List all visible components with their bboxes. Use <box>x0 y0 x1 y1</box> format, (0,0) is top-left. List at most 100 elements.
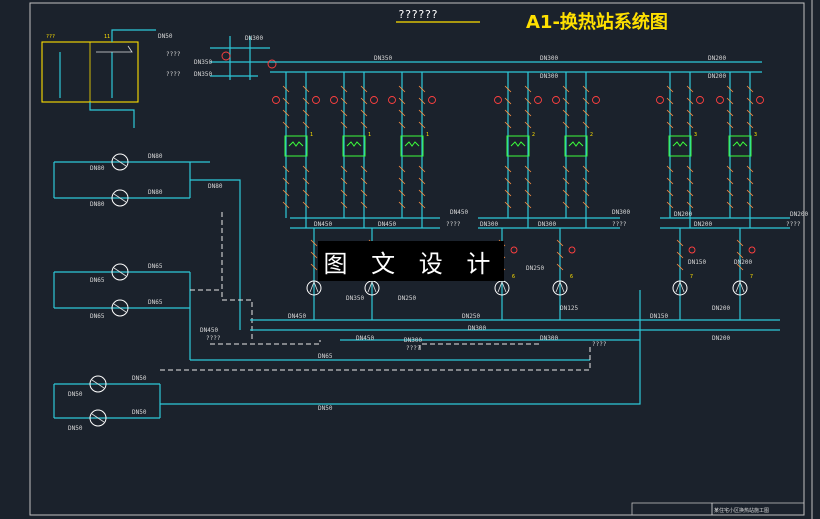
pressure-gauge <box>756 96 764 104</box>
pump-a-dn1: DN80 <box>148 153 163 160</box>
out-note-c: ???? <box>786 221 801 228</box>
exchanger-symbol <box>404 141 420 147</box>
valve-fitting <box>282 189 310 197</box>
valve-fitting <box>340 109 368 117</box>
header-dn300-a: DN300 <box>540 55 558 62</box>
pump-c-dn1: DN50 <box>132 375 147 382</box>
valve-fitting <box>562 97 590 105</box>
valve-fitting <box>504 201 532 209</box>
return-dn300-a: DN300 <box>480 221 498 228</box>
valve-fitting <box>282 109 310 117</box>
circulation-pump: 7 <box>732 228 756 320</box>
exchanger-pipe <box>565 72 587 228</box>
valve-fitting <box>736 251 744 259</box>
valve-fitting <box>282 177 310 185</box>
valve-fitting <box>398 177 426 185</box>
valve-fitting <box>282 165 310 173</box>
drawing-subtitle: ?????? <box>398 8 438 21</box>
mid-dn150: DN150 <box>650 313 668 320</box>
watermark: 图 文 设 计 <box>318 241 504 281</box>
exchanger-pipe <box>669 72 691 228</box>
pressure-gauge <box>568 246 576 254</box>
exchanger-number: 1 <box>368 132 371 138</box>
heat-exchanger <box>342 135 366 157</box>
pump-arrow <box>367 280 377 293</box>
return-dn200-a: DN200 <box>674 211 692 218</box>
valve-fitting <box>666 109 694 117</box>
exchanger-symbol <box>732 141 748 147</box>
heat-exchanger <box>506 135 530 157</box>
valve-fitting <box>310 239 318 247</box>
mid-dn250: DN250 <box>462 313 480 320</box>
return-dn200-b: DN200 <box>694 221 712 228</box>
header-dn350: DN350 <box>374 55 392 62</box>
valve-fitting <box>676 239 684 247</box>
valve-fitting <box>398 97 426 105</box>
bottom-dn450: DN450 <box>356 335 374 342</box>
inlet-note-b: ???? <box>166 71 181 78</box>
heat-exchanger-column: 1 <box>388 72 436 228</box>
valve-fitting <box>504 85 532 93</box>
left-dn450: DN450 <box>200 327 218 334</box>
heat-exchanger <box>284 135 308 157</box>
bottom-dn300: DN300 <box>540 335 558 342</box>
valve-fitting <box>562 85 590 93</box>
out-note-b: ???? <box>612 221 627 228</box>
tank-top-dn: DN50 <box>158 33 173 40</box>
pump-b-dn4: DN65 <box>90 313 105 320</box>
return-dn450-b: DN450 <box>378 221 396 228</box>
valve-fitting <box>726 189 754 197</box>
exchanger-pipe <box>343 72 365 228</box>
out-dn300: DN300 <box>612 209 630 216</box>
tank-label-b: 11 <box>104 34 110 40</box>
pump-c-dn5: DN50 <box>318 405 333 412</box>
pump-b-dn1: DN65 <box>148 263 163 270</box>
inlet-note-a: ???? <box>166 51 181 58</box>
valve-fitting <box>556 263 564 271</box>
valve-fitting <box>398 121 426 129</box>
bottom-dn300-b: DN300 <box>404 337 422 344</box>
valve-fitting <box>398 85 426 93</box>
pressure-gauge <box>716 96 724 104</box>
return-dn450-a: DN450 <box>314 221 332 228</box>
valve-fitting <box>726 97 754 105</box>
exchanger-number: 1 <box>310 132 313 138</box>
exchanger-symbol <box>288 141 304 147</box>
valve-fitting <box>666 189 694 197</box>
exchanger-pipe <box>401 72 423 228</box>
valve-fitting <box>282 121 310 129</box>
valve-fitting <box>726 201 754 209</box>
heat-exchanger-column: 3 <box>656 72 704 228</box>
exchanger-symbol <box>510 141 526 147</box>
make-up-pump-group-b <box>53 263 191 360</box>
valve-fitting <box>504 97 532 105</box>
vert-dn200: DN200 <box>734 259 752 266</box>
valve-fitting <box>726 165 754 173</box>
vert-dn250-b: DN250 <box>398 295 416 302</box>
valve-fitting <box>556 251 564 259</box>
valve-fitting <box>282 97 310 105</box>
pump-a-dn3: DN80 <box>148 189 163 196</box>
valve-fitting <box>666 97 694 105</box>
pressure-gauge <box>748 246 756 254</box>
pressure-gauge <box>592 96 600 104</box>
circulation-pump: 7 <box>672 228 696 320</box>
valve-fitting <box>736 239 744 247</box>
pump-arrow <box>555 280 565 293</box>
valve-fitting <box>726 85 754 93</box>
mid-dn300: DN300 <box>468 325 486 332</box>
valve-fitting <box>666 121 694 129</box>
vert-dn350: DN350 <box>346 295 364 302</box>
valve-fitting <box>562 201 590 209</box>
exchanger-symbol <box>346 141 362 147</box>
pump-b-dn5: DN65 <box>318 353 333 360</box>
out-dn200: DN200 <box>790 211 808 218</box>
valve-fitting <box>340 121 368 129</box>
valve-fitting <box>282 85 310 93</box>
pressure-gauge <box>312 96 320 104</box>
valve-fitting <box>504 189 532 197</box>
valve-fitting <box>340 165 368 173</box>
valve-fitting <box>340 189 368 197</box>
inlet-dn350-a: DN350 <box>194 59 212 66</box>
